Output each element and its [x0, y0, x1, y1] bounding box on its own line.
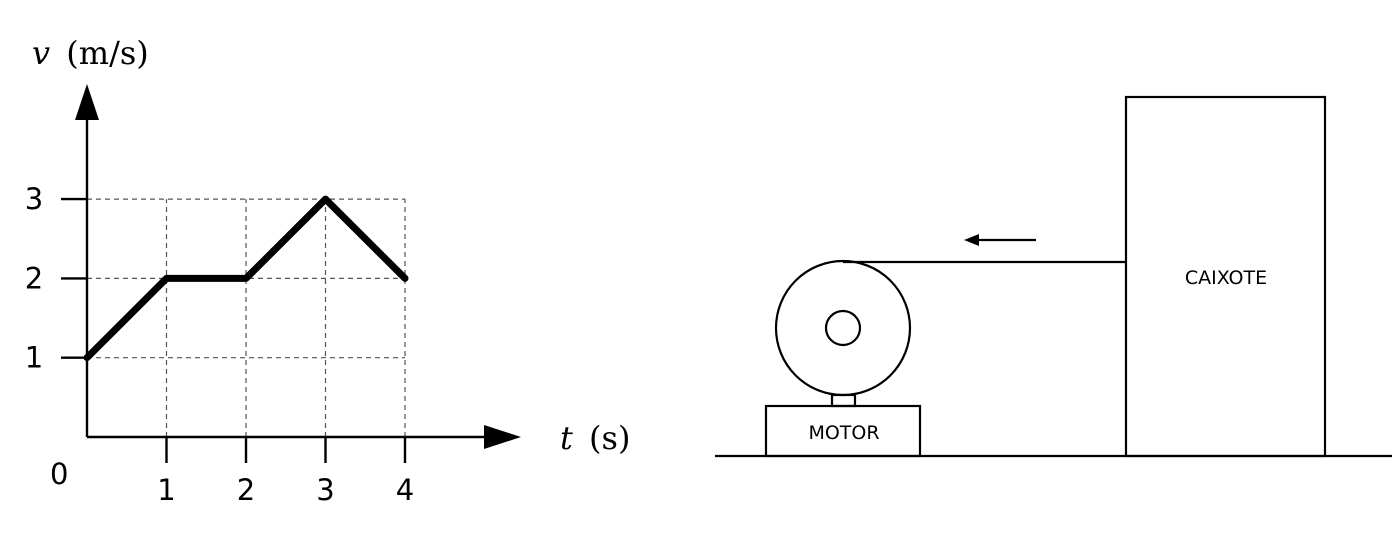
x-tick-label: 3	[316, 473, 334, 507]
x-axis-arrow	[484, 425, 521, 449]
series-line	[83, 195, 409, 362]
x-axis-label: t (s)	[560, 419, 630, 457]
x-tick-label: 1	[157, 473, 175, 507]
y-axis-arrow	[75, 84, 99, 120]
origin-label: 0	[50, 457, 68, 491]
motor-crate-diagram	[715, 95, 1392, 458]
crate	[1124, 95, 1327, 458]
motor-axle	[824, 309, 862, 347]
axes	[75, 84, 521, 449]
pull-arrow-head	[964, 234, 979, 246]
axis-ticks: 1 2 3 4 1 2 3	[25, 182, 414, 507]
x-tick-label: 2	[237, 473, 255, 507]
velocity-series	[83, 195, 409, 362]
y-axis-label: v (m/s)	[32, 34, 149, 72]
motor-drum	[774, 259, 912, 397]
crate-label: CAIXOTE	[1185, 267, 1267, 289]
y-tick-label: 2	[25, 261, 43, 295]
grid-lines	[87, 198, 406, 437]
y-tick-label: 1	[25, 341, 43, 375]
motor-label: MOTOR	[808, 422, 879, 444]
y-tick-label: 3	[25, 182, 43, 216]
motor-shaft-support	[830, 393, 857, 408]
x-tick-label: 4	[396, 473, 414, 507]
